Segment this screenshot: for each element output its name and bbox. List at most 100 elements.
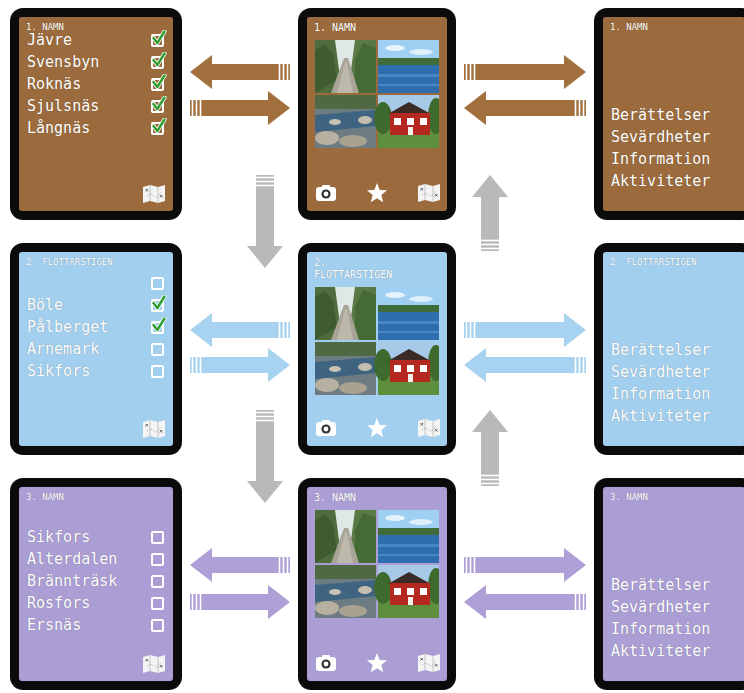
menu-item: Aktiviteter — [611, 640, 710, 662]
screen-title: 3. NAMN — [610, 492, 738, 503]
map-icon — [417, 183, 441, 203]
checkbox — [151, 553, 164, 566]
phone-screen: 3. NAMNBerättelserSevärdheterInformation… — [594, 478, 744, 690]
arrow-stripe — [192, 357, 194, 374]
arrow-stripe — [474, 322, 476, 339]
place-name: Ersnäs — [27, 614, 145, 636]
arrow-stripe — [575, 594, 577, 611]
arrow-shape — [472, 175, 508, 251]
place-name: Långnäs — [27, 117, 145, 139]
checkbox — [151, 531, 164, 544]
list-row — [27, 272, 164, 294]
checkbox — [151, 321, 164, 334]
place-name: Sjulsnäs — [27, 95, 145, 117]
arrow-shape — [464, 91, 586, 125]
star-icon — [366, 652, 388, 674]
check-mark — [151, 52, 167, 68]
icon-bar — [313, 417, 441, 439]
menu-item: Berättelser — [611, 104, 710, 126]
arrow-stripe — [200, 100, 202, 117]
place-name: Arnemark — [27, 338, 145, 360]
phone-screen: 2. FLOTTARSTIGENBerättelserSevärdheterIn… — [594, 243, 744, 455]
flow-arrow — [190, 548, 290, 582]
checkbox — [151, 365, 164, 378]
flow-arrow — [464, 548, 586, 582]
arrow-stripe — [196, 357, 198, 374]
screen-title: 2. FLOTTARSTIGEN — [26, 257, 166, 268]
check-mark — [151, 118, 167, 134]
menu-item: Information — [611, 148, 710, 170]
arrow-stripe — [192, 594, 194, 611]
icon-bar — [313, 652, 441, 674]
list-row: Roknäs — [27, 73, 164, 95]
camera-icon — [315, 654, 337, 672]
check-mark — [151, 295, 167, 311]
phone-screen: 1. NAMNBerättelserSevärdheterInformation… — [594, 8, 744, 220]
check-mark — [151, 30, 167, 46]
phone-screen: 1. NAMNJävreSvensbynRoknäsSjulsnäsLångnä… — [10, 8, 182, 220]
arrow-stripe — [474, 557, 476, 574]
place-name: Svensbyn — [27, 51, 145, 73]
checkbox — [151, 575, 164, 588]
list-row: Böle — [27, 294, 164, 316]
arrow-stripe — [481, 240, 500, 242]
arrow-stripe — [481, 483, 500, 485]
arrow-stripe — [283, 557, 285, 574]
map-icon — [142, 419, 166, 439]
arrow-stripe — [470, 322, 472, 339]
arrow-stripe — [470, 557, 472, 574]
screen-display: 2. FLOTTARSTIGENBerättelserSevärdheterIn… — [603, 252, 744, 446]
screen-display: 3. NAMNBerättelserSevärdheterInformation… — [603, 487, 744, 681]
screen-title: 2. FLOTTARSTIGEN — [314, 257, 406, 281]
arrow-stripe — [287, 64, 289, 81]
screen-display: 3. NAMNSikforsAlterdalenBrännträskRosfor… — [19, 487, 173, 681]
map-icon — [417, 418, 441, 438]
arrow-shape — [464, 348, 586, 382]
list-row: Ersnäs — [27, 614, 164, 636]
place-name: Jävre — [27, 29, 145, 51]
arrow-shape — [464, 548, 586, 582]
list-row: Sikfors — [27, 360, 164, 382]
menu-item: Aktiviteter — [611, 405, 710, 427]
list-row: Brännträsk — [27, 570, 164, 592]
arrow-stripe — [196, 100, 198, 117]
flow-arrow — [464, 91, 586, 125]
arrow-shape — [190, 348, 290, 382]
flow-arrow — [190, 348, 290, 382]
place-list: BölePålbergetArnemarkSikfors — [27, 272, 164, 382]
arrow-stripe — [481, 479, 500, 481]
menu-list: BerättelserSevärdheterInformationAktivit… — [611, 104, 710, 192]
list-row: Sjulsnäs — [27, 95, 164, 117]
arrow-stripe — [200, 594, 202, 611]
star-icon — [366, 417, 388, 439]
list-row: Rosfors — [27, 592, 164, 614]
arrow-stripe — [583, 357, 585, 374]
place-name: Sikfors — [27, 526, 145, 548]
arrow-stripe — [256, 412, 275, 414]
screen-display: 1. NAMN — [307, 17, 447, 211]
arrow-stripe — [256, 416, 275, 418]
screen-display: 1. NAMNJävreSvensbynRoknäsSjulsnäsLångnä… — [19, 17, 173, 211]
place-name: Pålberget — [27, 316, 145, 338]
arrow-stripe — [279, 557, 281, 574]
arrow-stripe — [481, 475, 500, 477]
screen-title: 3. NAMN — [314, 492, 406, 504]
arrow-stripe — [583, 100, 585, 117]
arrow-stripe — [279, 322, 281, 339]
arrow-shape — [247, 410, 283, 503]
arrow-shape — [190, 55, 290, 89]
place-name: Rosfors — [27, 592, 145, 614]
camera-icon — [315, 184, 337, 202]
arrow-stripe — [575, 357, 577, 374]
arrow-shape — [464, 585, 586, 619]
screen-display: 3. NAMN — [307, 487, 447, 681]
arrow-shape — [190, 313, 290, 347]
place-name: Böle — [27, 294, 145, 316]
photo-grid — [315, 287, 439, 395]
photo-grid — [315, 40, 439, 148]
check-mark — [151, 317, 167, 333]
check-mark — [151, 74, 167, 90]
menu-item: Berättelser — [611, 339, 710, 361]
arrow-stripe — [466, 322, 468, 339]
